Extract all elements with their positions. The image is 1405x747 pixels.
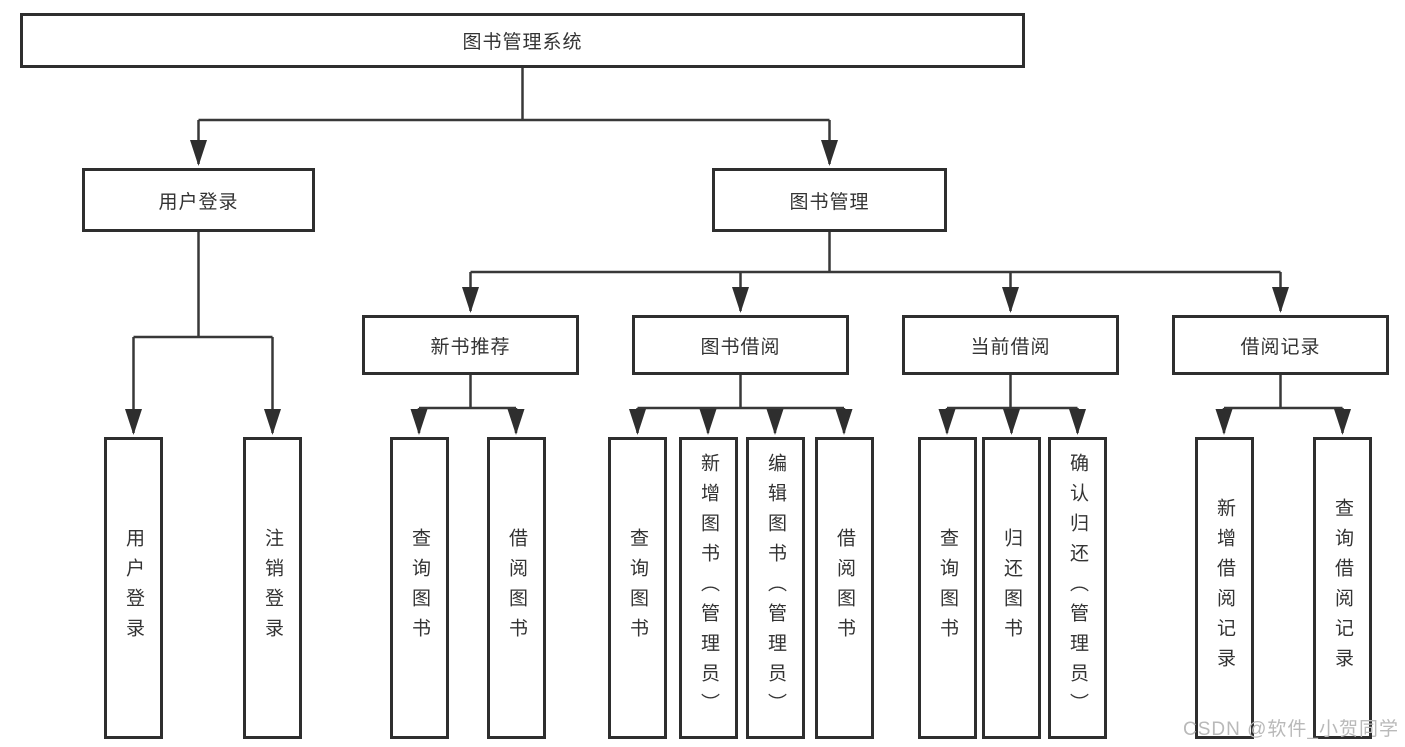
leaf-query-books-current: 查询图书 [918,437,977,739]
node-label: 借阅记录 [1240,336,1321,358]
leaf-query-books-recommend: 查询图书 [390,437,449,739]
node-label: 查询图书 [627,528,648,648]
node-label: 新书推荐 [430,336,511,358]
leaf-borrow-books: 借阅图书 [815,437,874,739]
node-book-management: 图书管理 [712,168,947,232]
node-label: 查询借阅记录 [1332,498,1353,678]
node-label: 编辑图书（管理员） [765,453,786,723]
leaf-confirm-return-admin: 确认归还（管理员） [1048,437,1107,739]
leaf-borrow-books-recommend: 借阅图书 [487,437,546,739]
node-label: 用户登录 [123,528,144,648]
leaf-return-books: 归还图书 [982,437,1041,739]
node-current-borrowing: 当前借阅 [902,315,1119,375]
leaf-add-borrow-record: 新增借阅记录 [1195,437,1254,739]
node-label: 用户登录 [158,191,239,213]
leaf-add-books-admin: 新增图书（管理员） [679,437,738,739]
node-label: 图书管理系统 [462,32,583,53]
node-new-book-recommendation: 新书推荐 [362,315,579,375]
node-book-borrowing: 图书借阅 [632,315,849,375]
node-root-system: 图书管理系统 [20,13,1025,68]
leaf-user-login: 用户登录 [104,437,163,739]
node-label: 确认归还（管理员） [1067,453,1088,723]
leaf-logout: 注销登录 [243,437,302,739]
node-label: 当前借阅 [970,336,1051,358]
node-label: 新增图书（管理员） [698,453,719,723]
node-label: 查询图书 [937,528,958,648]
node-label: 借阅图书 [834,528,855,648]
node-label: 归还图书 [1001,528,1022,648]
node-label: 图书借阅 [700,336,781,358]
node-borrowing-records: 借阅记录 [1172,315,1389,375]
csdn-watermark: CSDN @软件_小贺同学 [1183,719,1399,740]
node-label: 新增借阅记录 [1214,498,1235,678]
leaf-query-borrow-record: 查询借阅记录 [1313,437,1372,739]
node-label: 注销登录 [262,528,283,648]
node-user-login: 用户登录 [82,168,315,232]
leaf-edit-books-admin: 编辑图书（管理员） [746,437,805,739]
node-label: 图书管理 [789,191,870,213]
node-label: 查询图书 [409,528,430,648]
node-label: 借阅图书 [506,528,527,648]
leaf-query-books-borrowing: 查询图书 [608,437,667,739]
